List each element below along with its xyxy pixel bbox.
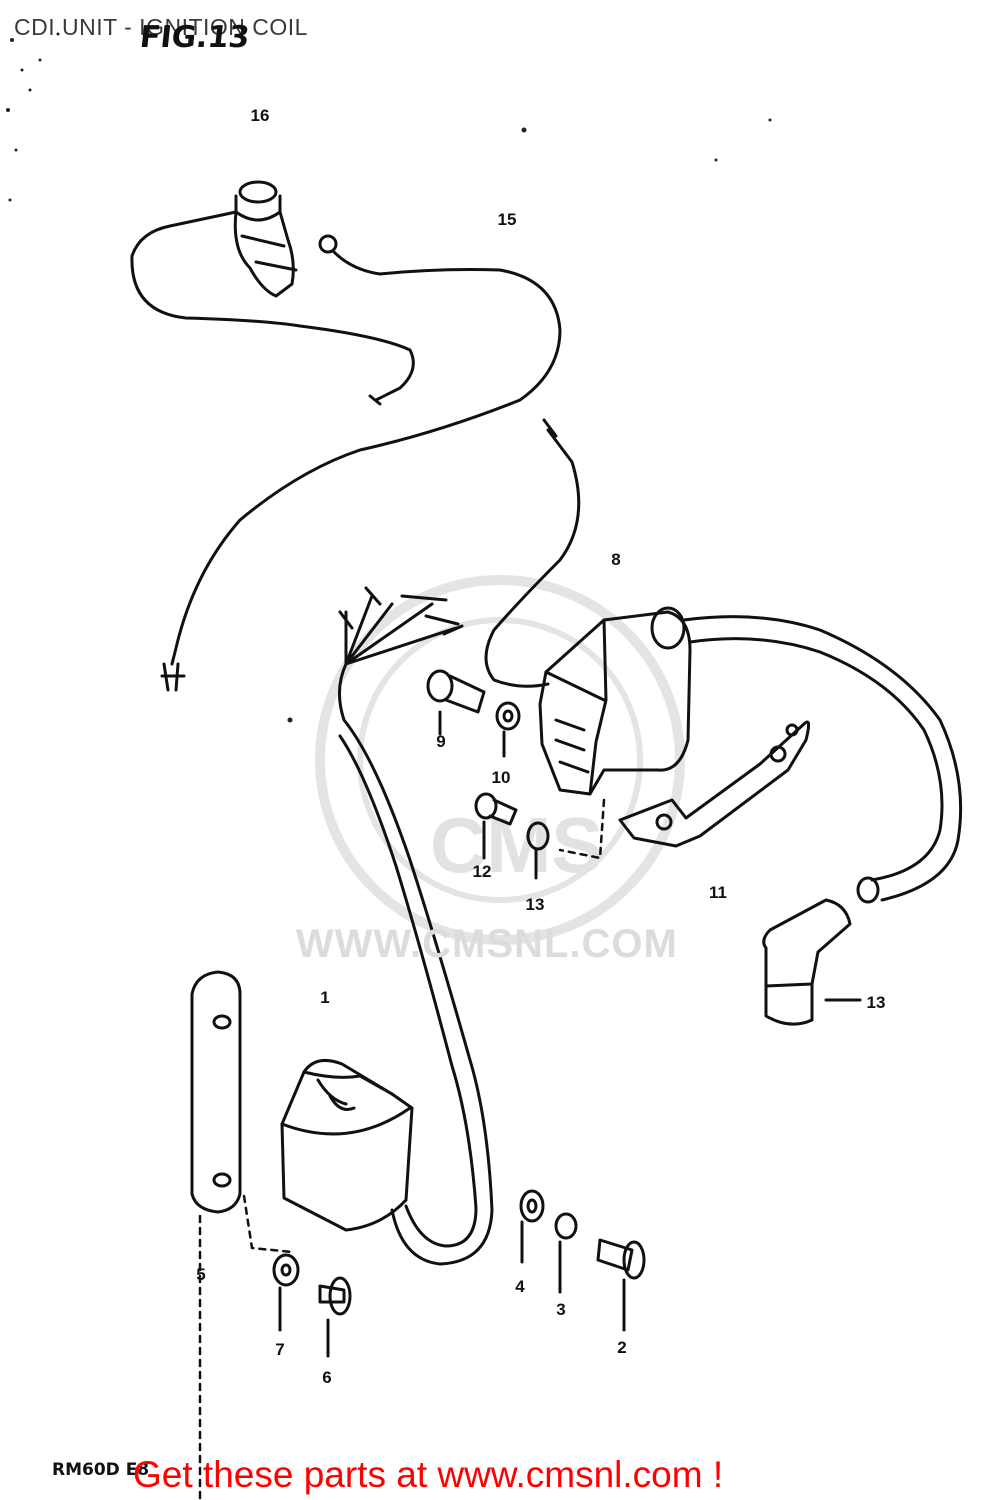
watermark-ring [315,575,685,945]
part-12-screw [474,792,518,860]
watermark-logo: CMS [430,801,604,889]
part-2-screw [596,1238,646,1332]
part-6-screw [318,1276,352,1358]
dashed-guides [198,798,606,1500]
callout-6[interactable]: 6 [322,1368,332,1387]
callout-13-washer[interactable]: 13 [525,895,545,914]
callout-2[interactable]: 2 [617,1338,627,1357]
part-1-cdi-unit [280,586,494,1266]
scan-noise [6,32,772,723]
model-code: RM60D E8 [52,1460,150,1480]
callout-15[interactable]: 15 [497,210,517,229]
callout-8[interactable]: 8 [611,550,621,569]
callout-9[interactable]: 9 [436,732,446,751]
callout-1[interactable]: 1 [320,988,330,1007]
watermark-url: WWW.CMSNL.COM [296,922,678,966]
part-15-lead-wire [160,234,562,692]
part-13-washer [526,821,550,880]
callout-12[interactable]: 12 [472,862,492,881]
part-13-plug-cap [762,898,862,1026]
part-5-plate [190,970,242,1214]
figure-label: FIG.13 [138,20,252,55]
callout-3[interactable]: 3 [556,1300,566,1319]
part-4-washer [519,1189,545,1264]
callout-7[interactable]: 7 [275,1340,285,1359]
callout-11[interactable]: 11 [709,883,727,902]
part-3-washer [554,1212,578,1294]
part-9-bolt [426,669,486,736]
callout-16[interactable]: 16 [250,106,270,125]
callout-10[interactable]: 10 [491,768,511,787]
part-7-washer [272,1253,300,1332]
callout-5[interactable]: 5 [196,1265,206,1284]
part-11-bracket [618,720,811,848]
section-title: CDI UNIT - IGNITION COIL [14,14,308,40]
callout-4[interactable]: 4 [515,1277,525,1296]
promo-link[interactable]: Get these parts at www.cmsnl.com ! [133,1454,724,1495]
part-10-washer [495,701,521,758]
part-8-ignition-coil [484,418,963,904]
part-16-kill-switch [130,180,415,406]
callout-13-plug-cap[interactable]: 13 [866,993,886,1012]
